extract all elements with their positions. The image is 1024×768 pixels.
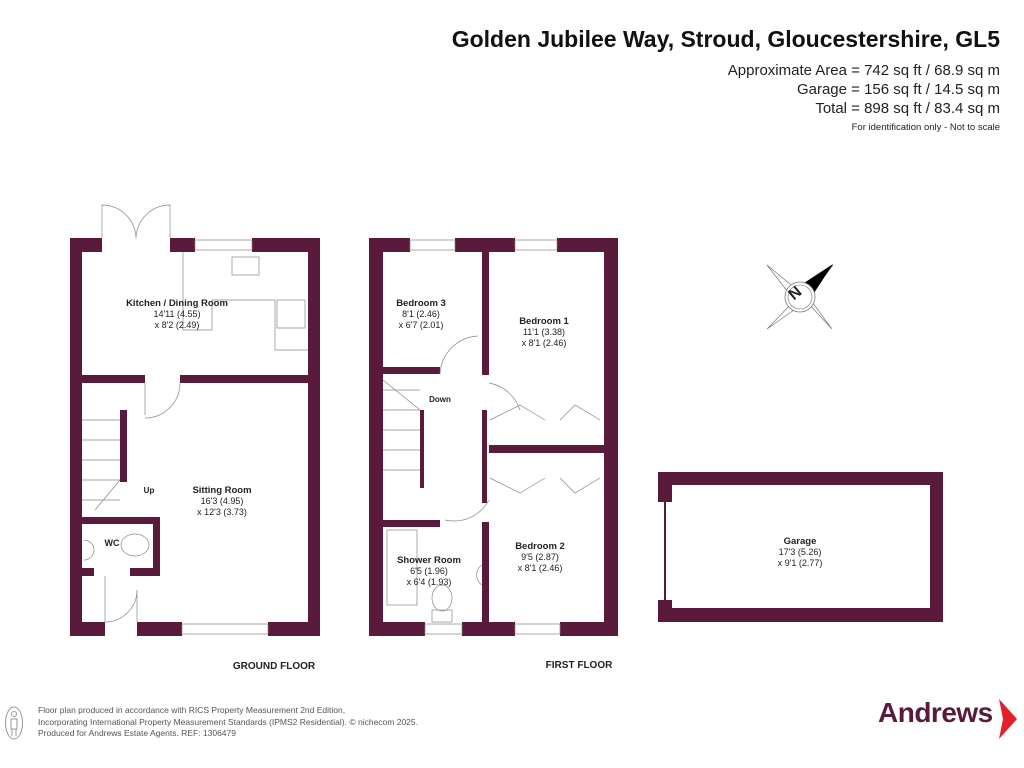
- room-dim: 8'1 (2.46): [402, 309, 440, 319]
- room-dim: 14'11 (4.55): [153, 309, 201, 319]
- ground-floor-walls: [70, 238, 320, 636]
- room-wc: WC: [104, 538, 120, 548]
- room-name: Sitting Room: [192, 485, 252, 496]
- logo-chevron-icon: [999, 699, 1017, 739]
- first-floor-walls: [369, 238, 618, 636]
- ground-floor-label: GROUND FLOOR: [232, 661, 316, 672]
- footer-text: Floor plan produced in accordance with R…: [38, 705, 418, 740]
- room-dim: 6'5 (1.96): [410, 566, 448, 576]
- garage-area: Garage = 156 sq ft / 14.5 sq m: [796, 81, 1000, 98]
- compass-icon: [766, 264, 834, 330]
- approximate-area: Approximate Area = 742 sq ft / 68.9 sq m: [727, 62, 1000, 79]
- room-dim: x 9'1 (2.77): [777, 558, 823, 568]
- andrews-logo: Andrews: [878, 697, 993, 728]
- ground-floor-fixtures: [82, 204, 308, 635]
- room-name: Bedroom 1: [519, 316, 569, 327]
- room-name: Bedroom 2: [515, 541, 565, 552]
- property-title: Golden Jubilee Way, Stroud, Gloucestersh…: [451, 26, 1000, 52]
- room-dim: x 8'1 (2.46): [517, 563, 563, 573]
- footer-line: Produced for Andrews Estate Agents. REF:…: [38, 728, 236, 738]
- room-dim: 16'3 (4.95): [200, 496, 244, 506]
- room-dim: 11'1 (3.38): [522, 327, 566, 337]
- room-dim: x 12'3 (3.73): [197, 507, 247, 517]
- first-floor-label: FIRST FLOOR: [545, 660, 613, 671]
- room-name: Shower Room: [397, 555, 461, 566]
- person-scale-icon: [5, 706, 23, 740]
- scale-note: For identification only - Not to scale: [851, 122, 1000, 133]
- room-dim: 9'5 (2.87): [521, 552, 559, 562]
- first-floor-fixtures: [382, 239, 601, 635]
- room-name: Bedroom 3: [396, 298, 446, 309]
- room-dim: x 6'4 (1.93): [406, 577, 452, 587]
- total-area: Total = 898 sq ft / 83.4 sq m: [815, 100, 1000, 117]
- footer-line: Floor plan produced in accordance with R…: [38, 705, 346, 715]
- room-name: Garage: [783, 536, 817, 547]
- room-dim: 17'3 (5.26): [778, 547, 822, 557]
- room-name: Kitchen / Dining Room: [126, 298, 228, 309]
- room-dim: x 8'1 (2.46): [521, 338, 567, 348]
- stairs-up-label: Up: [143, 486, 155, 495]
- room-dim: x 6'7 (2.01): [398, 320, 444, 330]
- room-dim: x 8'2 (2.49): [154, 320, 200, 330]
- stairs-down-label: Down: [429, 395, 451, 404]
- footer-line: Incorporating International Property Mea…: [38, 716, 418, 727]
- garage-walls: [658, 472, 943, 622]
